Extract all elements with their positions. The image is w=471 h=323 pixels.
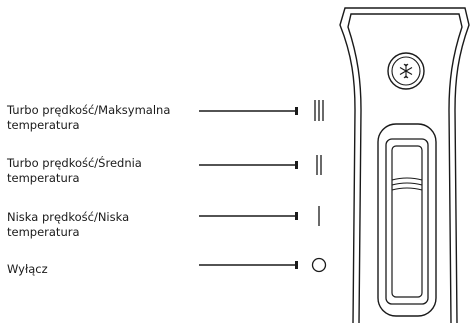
cool-shot-button[interactable] (387, 52, 425, 90)
switch-track-outer (377, 123, 437, 317)
leader-tick-low (295, 212, 298, 220)
snowflake-icon (399, 63, 413, 79)
setting-label-low: Niska prędkość/Niska temperatura (7, 210, 130, 239)
symbol-off-icon (311, 257, 327, 273)
setting-label-max: Turbo prędkość/Maksymalna temperatura (7, 103, 171, 132)
leader-tick-max (295, 107, 298, 115)
symbol-max-icon (314, 100, 324, 121)
symbol-medium-icon (316, 155, 322, 175)
setting-label-off: Wyłącz (7, 262, 48, 276)
leader-tick-off (295, 261, 298, 269)
switch-grip (391, 177, 423, 191)
setting-symbols (311, 100, 327, 273)
leader-lines (199, 107, 298, 269)
handle-outline-inner (347, 13, 463, 323)
switch-track-inner (385, 138, 429, 305)
dryer-handle (339, 7, 470, 323)
leader-tick-medium (295, 161, 298, 169)
setting-label-medium: Turbo prędkość/Średnia temperatura (7, 156, 142, 185)
handle-outline (339, 7, 470, 323)
switch-knob (391, 145, 423, 298)
slide-switch[interactable] (377, 123, 437, 317)
